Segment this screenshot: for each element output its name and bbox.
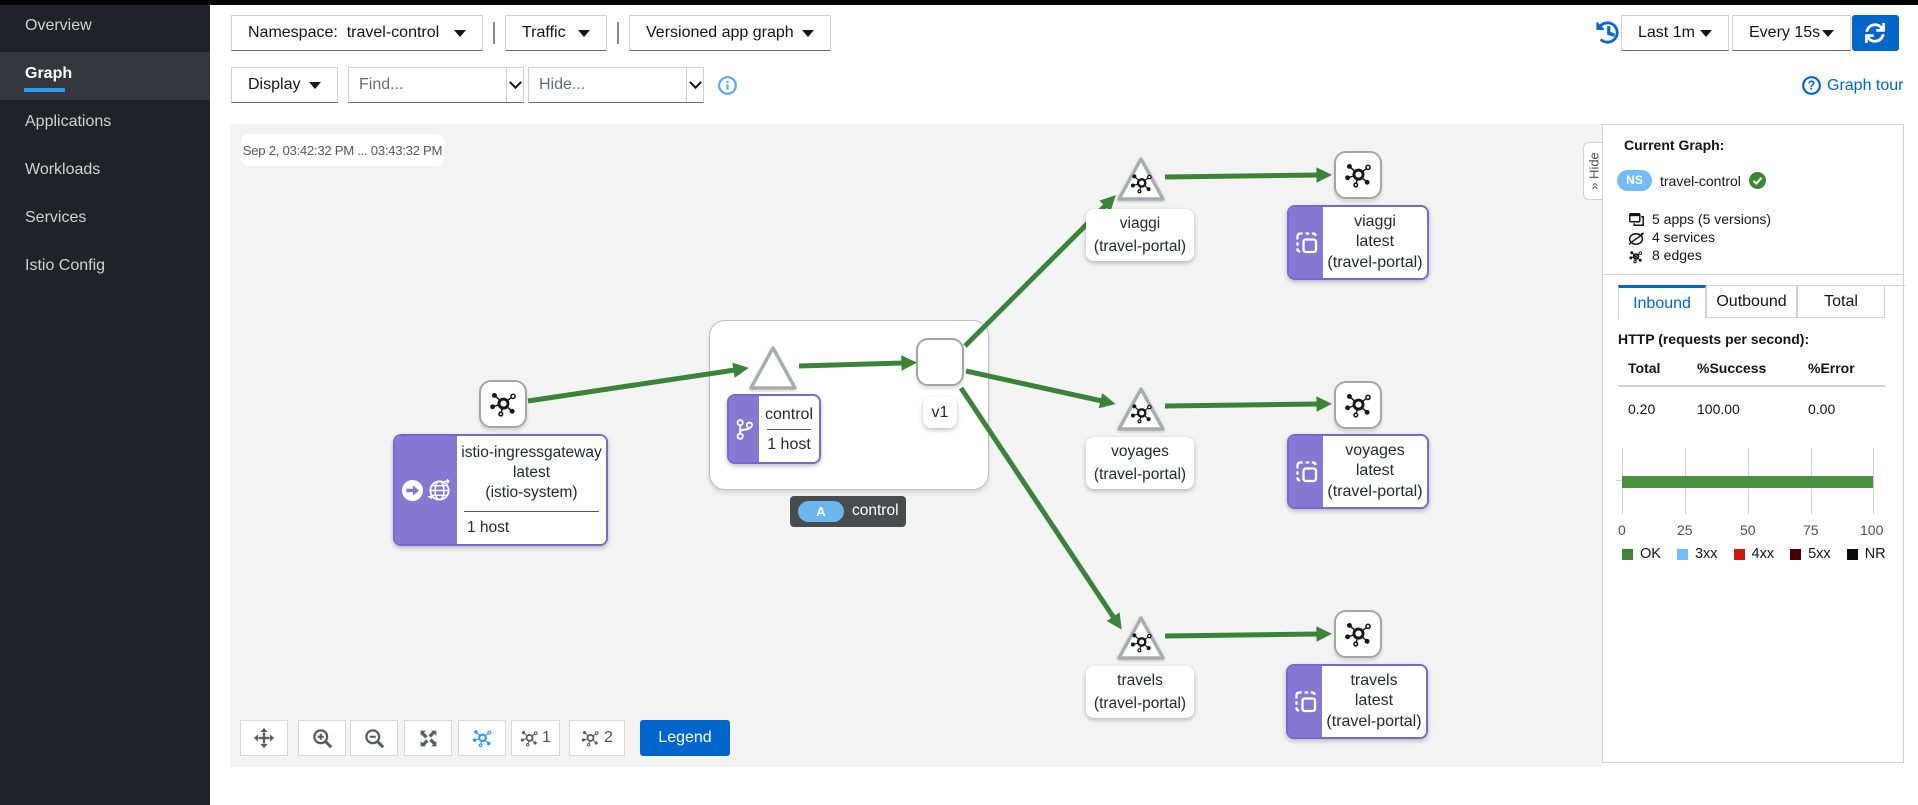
svg-text:?: ? [1808,79,1816,93]
